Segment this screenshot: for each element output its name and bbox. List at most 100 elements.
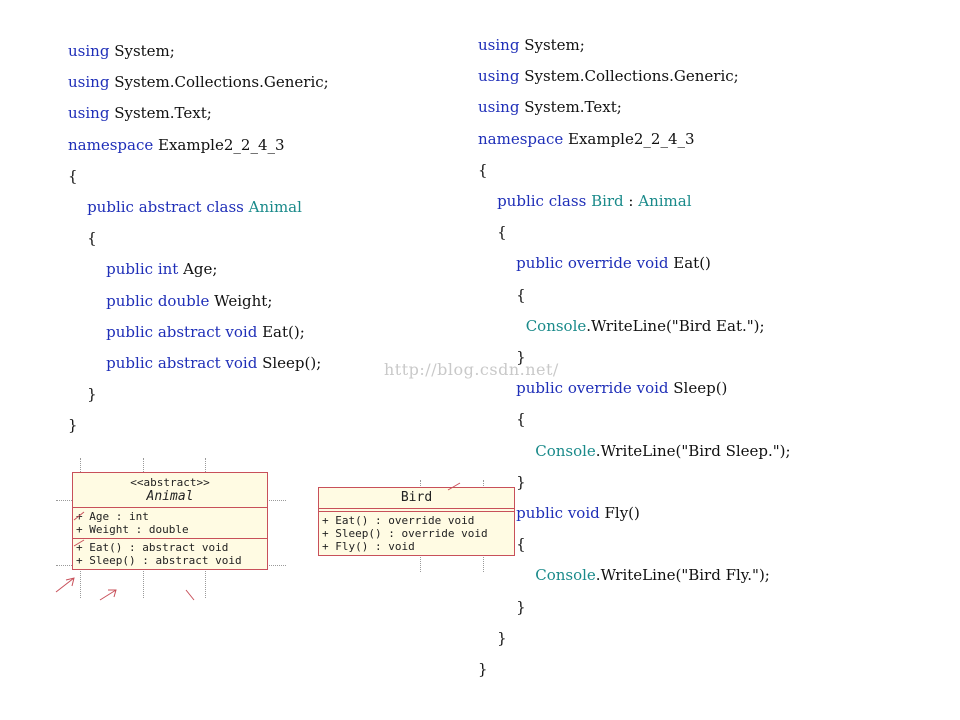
code-line: namespace Example2_2_4_3 (478, 129, 695, 149)
uml-stereotype: <<abstract>> (130, 476, 210, 489)
code-line: using System; (478, 35, 585, 55)
uml-operations: + Eat() : override void+ Sleep() : overr… (319, 511, 514, 555)
code-line: Console.WriteLine("Bird Eat."); (478, 316, 765, 336)
code-line: } (478, 597, 526, 617)
code-line: using System.Text; (68, 103, 212, 123)
uml-member: + Eat() : abstract void (76, 541, 229, 554)
code-text: Fly() (599, 504, 640, 522)
code-line: } (478, 347, 526, 367)
code-line: public abstract void Eat(); (68, 322, 305, 342)
code-text: Eat(); (257, 322, 305, 341)
uml-attributes (319, 508, 514, 511)
code-text: Example2_2_4_3 (563, 129, 695, 148)
code-line: } (478, 472, 526, 492)
code-keyword: using (68, 104, 110, 123)
code-keyword: void (567, 504, 600, 522)
code-text: } (478, 472, 526, 491)
code-type: Console (535, 566, 596, 585)
code-line: public abstract class Animal (68, 197, 302, 217)
uml-class-header: <<abstract>> Animal (73, 473, 267, 507)
code-text: } (478, 628, 507, 647)
code-text: { (478, 285, 526, 304)
uml-class-bird: Bird + Eat() : override void+ Sleep() : … (318, 487, 515, 556)
code-text: System.Text; (519, 98, 622, 117)
code-text: .WriteLine("Bird Fly."); (595, 566, 770, 585)
code-line: namespace Example2_2_4_3 (68, 135, 285, 155)
code-line: } (478, 628, 507, 648)
arrow-mark (55, 577, 75, 593)
code-text: .WriteLine("Bird Sleep."); (595, 441, 791, 460)
code-text: System; (109, 42, 175, 60)
code-keyword: namespace (478, 129, 564, 148)
arrow-mark (185, 589, 195, 601)
code-text: } (478, 348, 526, 366)
code-line: using System; (68, 41, 175, 61)
uml-class-name: Animal (146, 489, 194, 504)
code-text: { (68, 229, 97, 248)
code-type: Bird (591, 192, 624, 210)
code-line: using System.Text; (478, 97, 622, 117)
code-keyword: public (106, 322, 154, 341)
code-line: { (68, 166, 78, 186)
uml-member: + Eat() : override void (322, 514, 475, 527)
code-keyword: using (478, 36, 520, 54)
code-line: public abstract void Sleep(); (68, 353, 321, 373)
code-type: Animal (638, 192, 692, 210)
code-text: Example2_2_4_3 (153, 135, 285, 154)
code-line: } (68, 384, 97, 404)
code-text: { (478, 160, 488, 179)
code-text: Weight; (209, 291, 273, 310)
code-keyword: void (225, 354, 258, 372)
code-keyword: using (68, 42, 110, 60)
code-keyword: using (478, 98, 520, 117)
code-text: { (68, 166, 78, 185)
code-text: Sleep() (668, 379, 728, 398)
code-text: System.Text; (109, 104, 212, 123)
code-keyword: abstract (157, 322, 221, 341)
code-text: } (68, 416, 78, 435)
code-line: { (478, 534, 526, 554)
code-text: : (623, 192, 639, 210)
uml-class-name: Bird (400, 490, 433, 505)
code-line: { (478, 409, 526, 429)
code-keyword: using (68, 73, 110, 92)
code-line: public int Age; (68, 259, 217, 279)
watermark: http://blog.csdn.net/ (384, 360, 559, 379)
code-keyword: class (548, 192, 587, 210)
code-keyword: void (636, 379, 669, 398)
code-line: public void Fly() (478, 503, 640, 523)
code-text: Age; (178, 260, 218, 279)
code-keyword: public (106, 354, 154, 372)
code-text: } (478, 597, 526, 616)
code-text: System.Collections.Generic; (109, 73, 329, 92)
uml-member: + Age : int (76, 510, 149, 523)
code-line: Console.WriteLine("Bird Sleep."); (478, 441, 791, 461)
code-line: public class Bird : Animal (478, 191, 692, 211)
uml-member: + Sleep() : abstract void (76, 554, 242, 567)
uml-class-animal: <<abstract>> Animal + Age : int+ Weight … (72, 472, 268, 570)
code-keyword: public (87, 198, 134, 216)
code-keyword: public (516, 379, 564, 398)
code-keyword: abstract (138, 198, 202, 216)
code-line: public double Weight; (68, 291, 272, 311)
code-type: Console (535, 441, 596, 460)
code-text: { (478, 223, 507, 242)
code-line: { (68, 228, 97, 248)
code-text: Eat() (668, 254, 711, 273)
code-keyword: void (636, 254, 669, 273)
uml-member: + Fly() : void (322, 540, 415, 553)
uml-member: + Weight : double (76, 523, 189, 536)
arrow-mark (73, 511, 85, 547)
code-line: } (478, 659, 488, 679)
code-line: using System.Collections.Generic; (68, 72, 329, 92)
code-text: { (516, 535, 526, 554)
code-keyword: namespace (68, 135, 154, 154)
code-keyword: double (157, 291, 210, 310)
code-line: } (68, 415, 78, 435)
arrow-mark (447, 482, 461, 491)
code-text: .WriteLine("Bird Eat."); (586, 316, 765, 335)
uml-member: + Sleep() : override void (322, 527, 488, 540)
code-text: System.Collections.Generic; (519, 67, 739, 86)
uml-operations: + Eat() : abstract void+ Sleep() : abstr… (73, 538, 267, 569)
